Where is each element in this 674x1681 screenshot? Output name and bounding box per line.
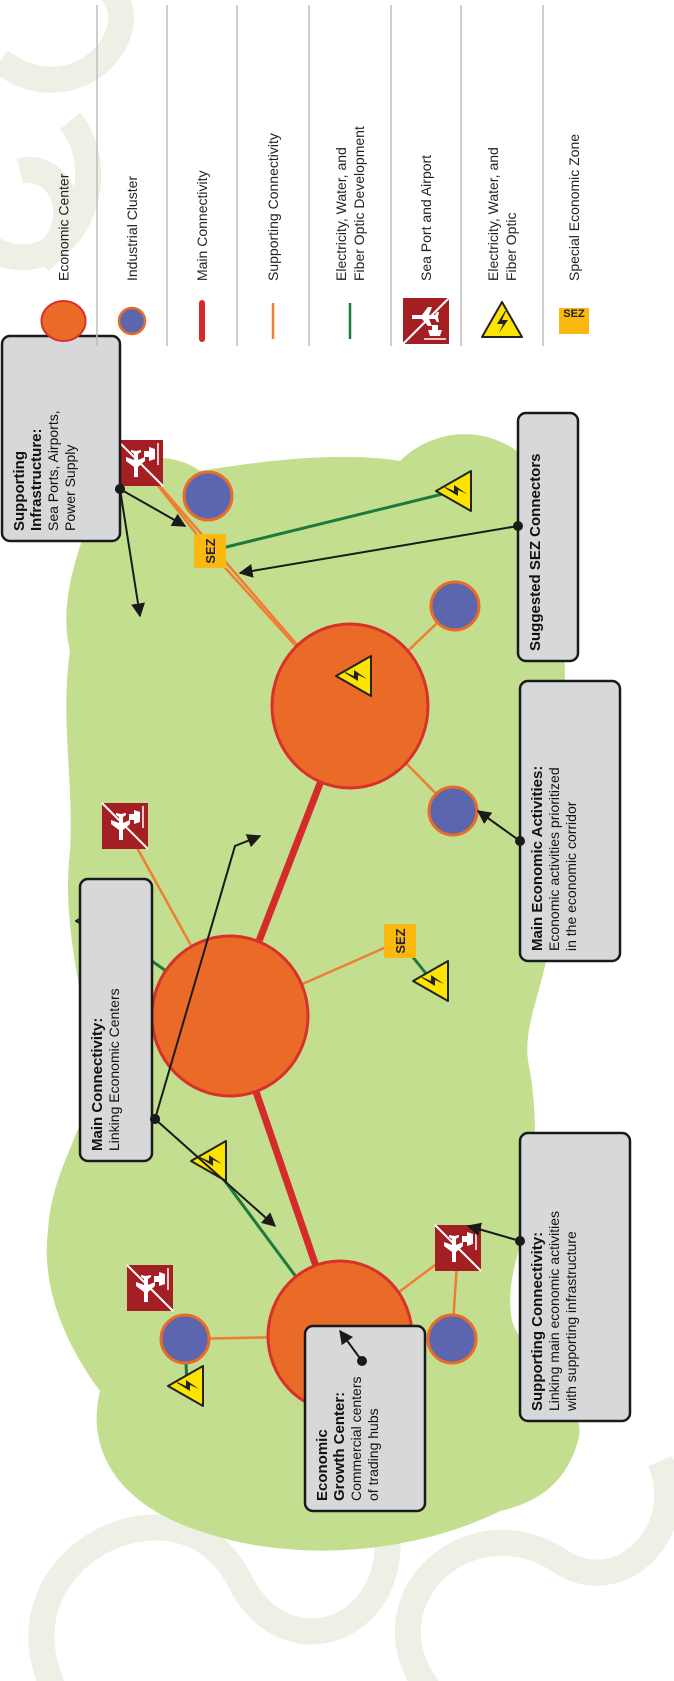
- airplane-port-icon: [101, 802, 149, 850]
- svg-text:in the economic corridor: in the economic corridor: [563, 801, 579, 951]
- legend-industrial-cluster: Industrial Cluster: [117, 176, 147, 336]
- svg-text:Main Connectivity:: Main Connectivity:: [89, 1018, 106, 1151]
- corridor-region: [46, 434, 580, 1551]
- svg-text:with supporting infrastructure: with supporting infrastructure: [563, 1231, 579, 1412]
- svg-text:Infrastructure:: Infrastructure:: [28, 428, 45, 531]
- callout-supporting-connectivity: Supporting Connectivity:Linking main eco…: [466, 1131, 632, 1423]
- industrial-cluster-node: [427, 785, 479, 837]
- callout-main-connectivity: Main Connectivity:Linking Economic Cente…: [78, 834, 277, 1227]
- svg-text:Suggested SEZ Connectors: Suggested SEZ Connectors: [527, 453, 544, 651]
- svg-text:Commercial centers: Commercial centers: [348, 1377, 364, 1501]
- svg-text:Power Supply: Power Supply: [62, 445, 78, 531]
- legend-sez: SEZ Special Economic Zone: [559, 134, 589, 334]
- svg-text:Supporting: Supporting: [11, 451, 28, 531]
- callout-main-economic-activities: Main Economic Activities:Economic activi…: [476, 679, 622, 963]
- industrial-cluster-node: [426, 1313, 478, 1365]
- economic-center-node: [270, 622, 430, 790]
- sez-badge-icon: [559, 308, 589, 334]
- airplane-port-icon: [402, 297, 450, 345]
- svg-text:SEZ: SEZ: [563, 308, 585, 320]
- sez-label: SEZ: [393, 928, 408, 953]
- svg-text:Sea Ports, Airports,: Sea Ports, Airports,: [45, 410, 61, 531]
- lightning-warning-icon: [481, 301, 523, 338]
- svg-text:Fiber Optic: Fiber Optic: [503, 213, 519, 281]
- industrial-cluster-node: [182, 470, 234, 522]
- economic-center-node: [150, 934, 310, 1098]
- legend-main-connectivity: Main Connectivity: [194, 171, 210, 342]
- legend-supporting-connectivity: Supporting Connectivity: [265, 133, 281, 339]
- svg-text:Special Economic Zone: Special Economic Zone: [566, 134, 582, 281]
- svg-text:Supporting Connectivity:: Supporting Connectivity:: [529, 1232, 546, 1411]
- airplane-port-icon: [126, 1264, 174, 1312]
- svg-text:Fiber Optic Development: Fiber Optic Development: [351, 126, 367, 281]
- svg-text:Linking Economic Centers: Linking Economic Centers: [106, 988, 122, 1151]
- callout-sez-connectors: Suggested SEZ Connectors: [238, 411, 580, 663]
- legend: Economic Center Industrial Cluster Main Co…: [40, 5, 589, 346]
- svg-text:Economic Center: Economic Center: [56, 173, 72, 281]
- sez-label: SEZ: [203, 538, 218, 563]
- legend-economic-center: Economic Center: [40, 173, 87, 342]
- svg-text:Electricity, Water, and: Electricity, Water, and: [485, 147, 501, 281]
- sez-badge-icon: SEZ: [384, 924, 416, 958]
- svg-text:Supporting Connectivity: Supporting Connectivity: [265, 133, 281, 281]
- svg-text:Main Economic Activities:: Main Economic Activities:: [529, 766, 546, 951]
- svg-text:Main Connectivity: Main Connectivity: [194, 171, 210, 282]
- airplane-port-icon: [434, 1224, 482, 1272]
- svg-text:Electricity, Water, and: Electricity, Water, and: [333, 147, 349, 281]
- legend-port-airport: Sea Port and Airport: [402, 155, 450, 345]
- svg-text:Industrial Cluster: Industrial Cluster: [124, 176, 140, 281]
- svg-text:Economic: Economic: [314, 1429, 331, 1501]
- svg-text:Linking main economic activiti: Linking main economic activities: [546, 1211, 562, 1411]
- svg-text:Sea Port and Airport: Sea Port and Airport: [418, 155, 434, 281]
- svg-text:Growth Center:: Growth Center:: [331, 1392, 348, 1501]
- svg-text:Economic activities prioritize: Economic activities prioritized: [546, 767, 562, 951]
- svg-text:of trading hubs: of trading hubs: [365, 1408, 381, 1501]
- industrial-cluster-node: [429, 580, 481, 632]
- airplane-port-icon: [116, 439, 164, 487]
- industrial-cluster-node: [159, 1313, 211, 1365]
- sez-badge-icon: SEZ: [194, 534, 226, 568]
